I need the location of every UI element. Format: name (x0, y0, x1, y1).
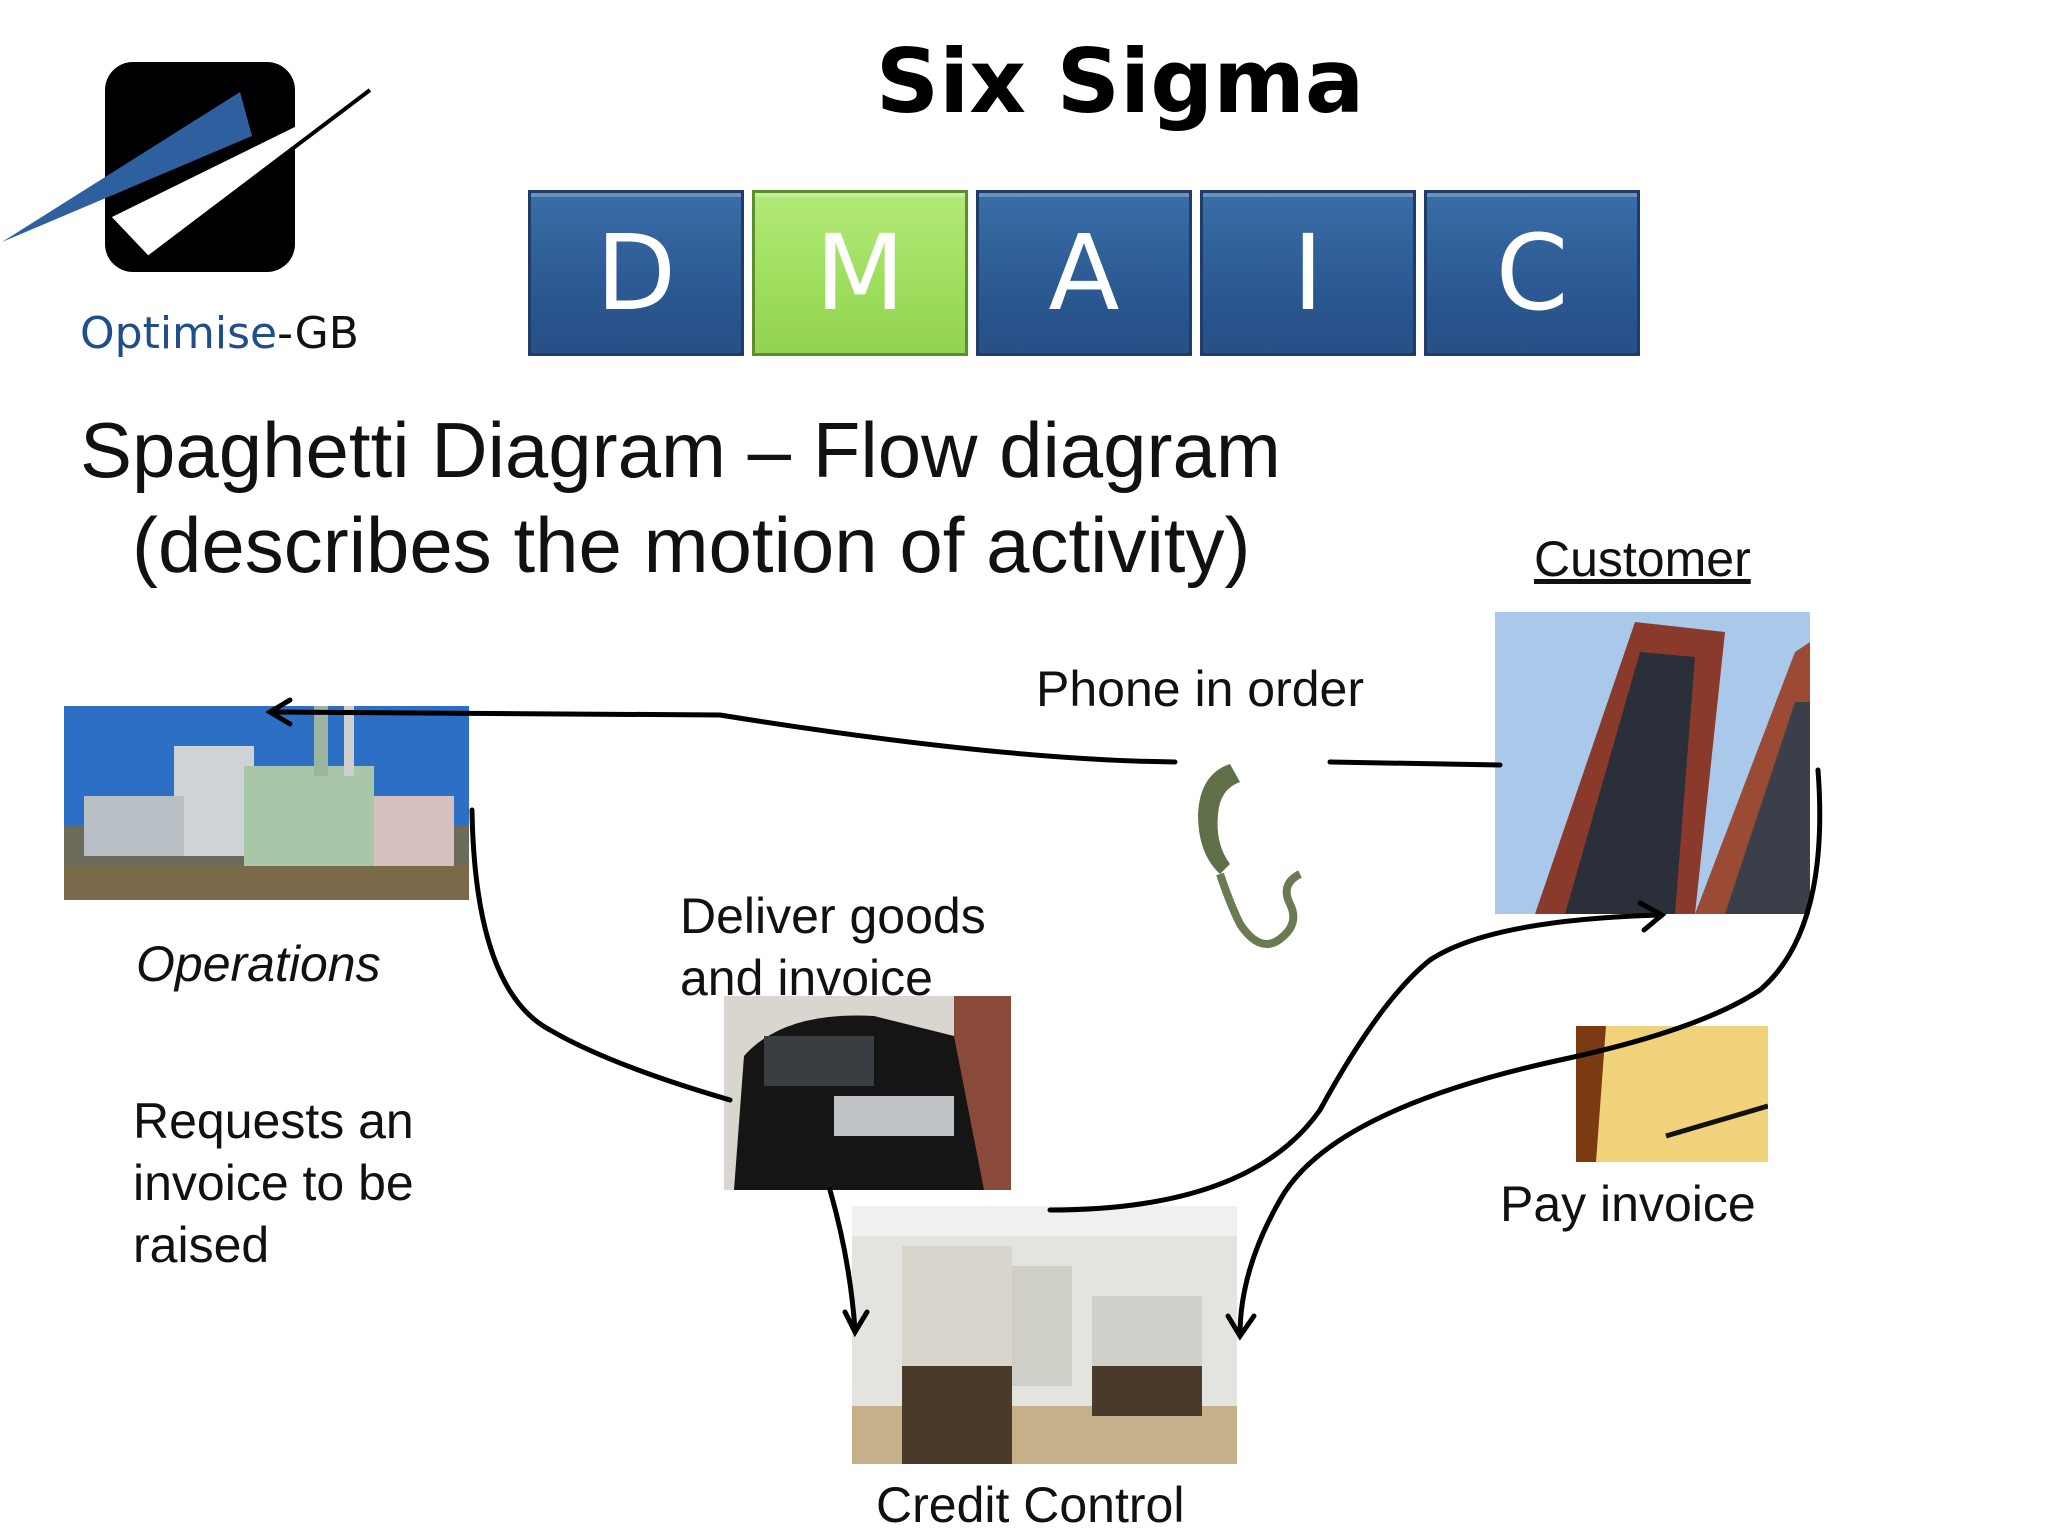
optimise-gb-logo-icon (2, 62, 372, 272)
logo-wordmark: Optimise-GB (80, 308, 359, 359)
deliver-goods-label: Deliver goods and invoice (680, 885, 986, 1009)
dmaic-phase-control: C (1424, 190, 1640, 356)
customer-building-image (1495, 612, 1810, 914)
logo-suffix-text: -GB (277, 308, 359, 359)
pay-invoice-pen-image (1576, 1026, 1768, 1162)
dmaic-phase-strip: D M A I C (528, 190, 1640, 356)
dmaic-phase-analyse: A (976, 190, 1192, 356)
requests-invoice-line-1: Requests an (133, 1093, 414, 1149)
operations-label: Operations (136, 936, 381, 992)
telephone-handset-icon (1170, 754, 1320, 958)
dmaic-phase-measure: M (752, 190, 968, 356)
delivery-van-image (724, 996, 1011, 1190)
credit-control-office-image (852, 1206, 1237, 1464)
logo-brand-text: Optimise (80, 308, 278, 359)
requests-invoice-label: Requests an invoice to be raised (133, 1090, 414, 1276)
requests-invoice-line-3: raised (133, 1217, 270, 1273)
customer-label: Customer (1534, 531, 1751, 587)
operations-factory-image (64, 706, 469, 900)
dmaic-phase-improve: I (1200, 190, 1416, 356)
credit-control-label: Credit Control (876, 1477, 1185, 1533)
page-title: Six Sigma (875, 30, 1365, 133)
pay-invoice-label: Pay invoice (1500, 1176, 1756, 1232)
flow-line-credit-to-customer (1047, 912, 1663, 1213)
dmaic-phase-define: D (528, 190, 744, 356)
phone-in-order-label: Phone in order (1036, 661, 1365, 717)
subtitle-line-2: (describes the motion of activity) (132, 501, 1251, 589)
deliver-goods-line-1: Deliver goods (680, 888, 986, 944)
subtitle-line-1: Spaghetti Diagram – Flow diagram (80, 406, 1281, 494)
deliver-goods-line-2: and invoice (680, 950, 933, 1006)
requests-invoice-line-2: invoice to be (133, 1155, 414, 1211)
